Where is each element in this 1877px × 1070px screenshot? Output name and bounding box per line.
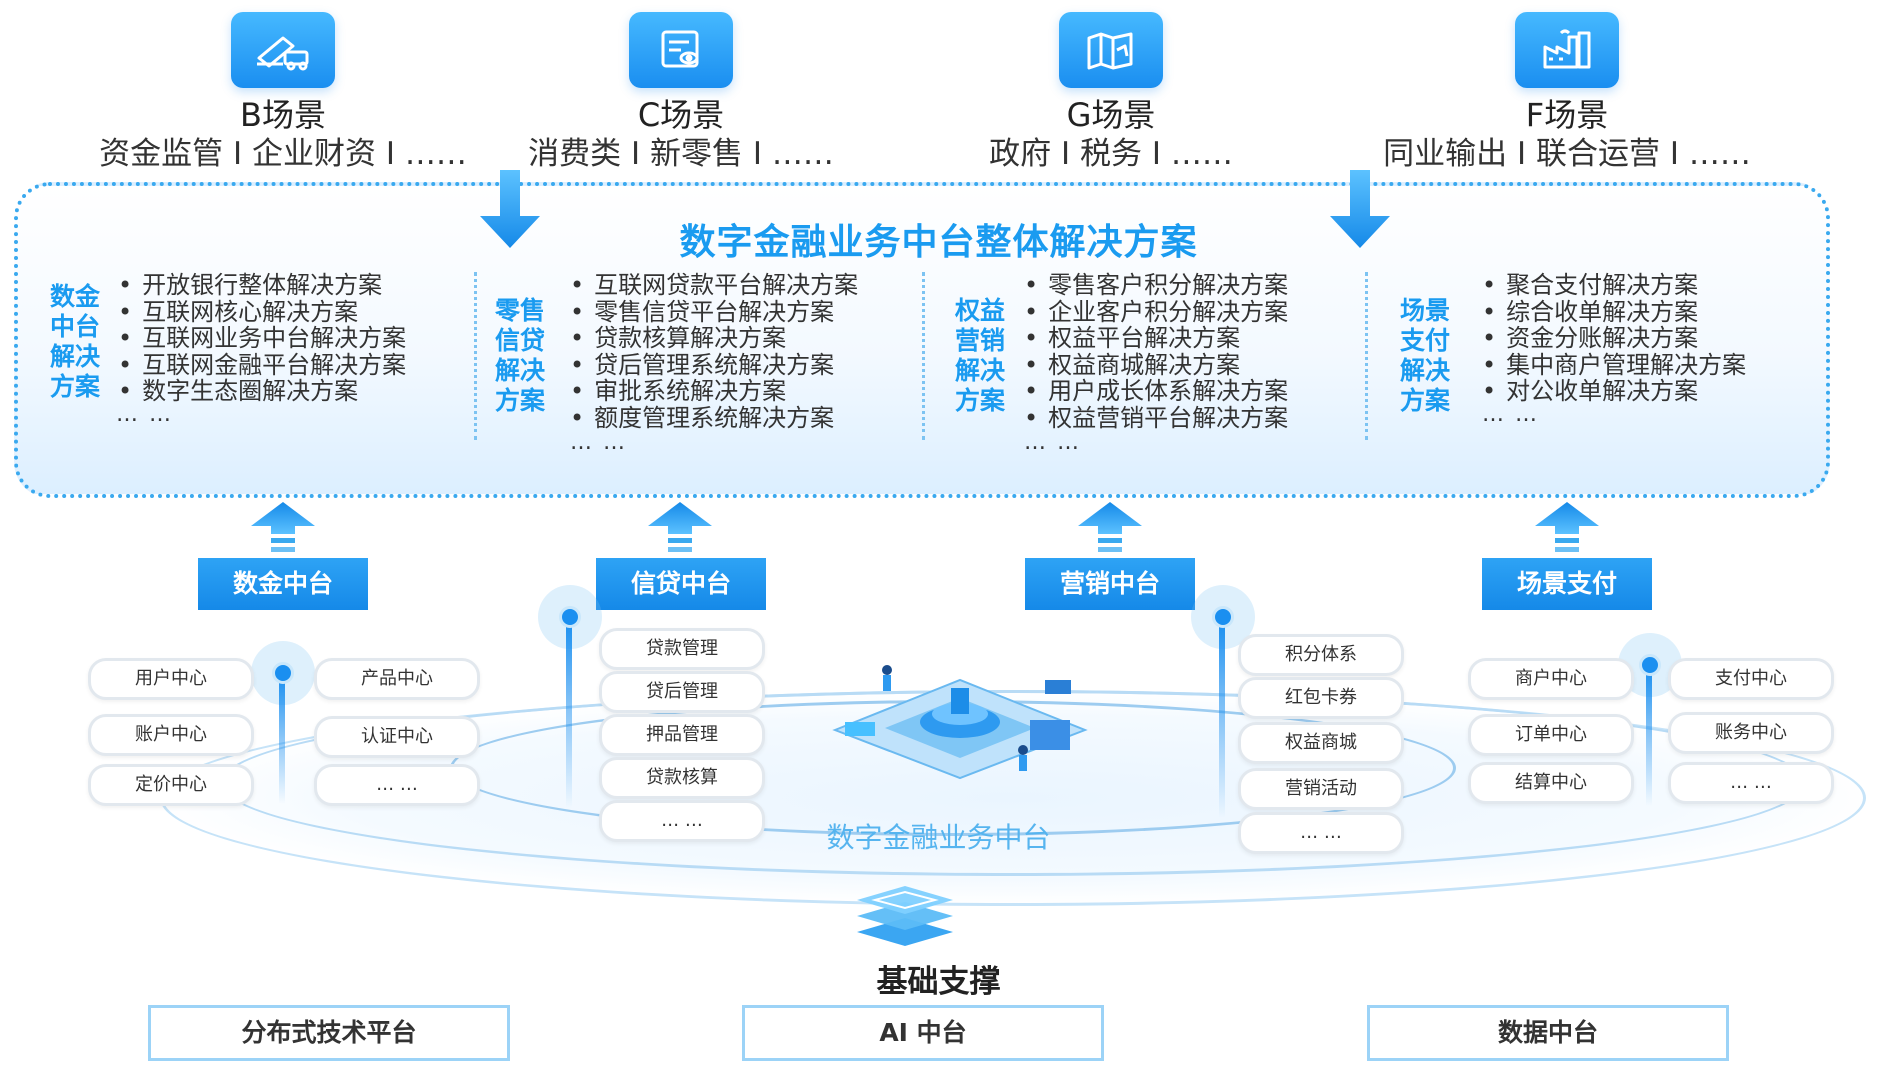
more-indicator: … …: [1482, 402, 1539, 427]
scenario-title: F场景: [1525, 96, 1609, 134]
arrow-up-icon: [251, 502, 315, 552]
list-item: 数字生态圈解决方案: [118, 378, 406, 405]
list-item: 综合收单解决方案: [1482, 298, 1746, 326]
list-item: 聚合支付解决方案: [1482, 272, 1746, 299]
column-heading-text: 场景 支付 解决 方案: [1399, 296, 1450, 415]
list-item: 互联网贷款平台解决方案: [570, 272, 858, 299]
list-item: 互联网业务中台解决方案: [118, 325, 406, 352]
list-item: 集中商户管理解决方案: [1482, 351, 1746, 379]
column-heading-text: 数金 中台 解决 方案: [49, 282, 100, 401]
module-pill: 贷款核算: [599, 757, 765, 799]
arrow-up-icon: [648, 502, 712, 552]
list-item: 额度管理系统解决方案: [570, 404, 858, 432]
list-item: 零售客户积分解决方案: [1024, 272, 1288, 299]
module-pill: 用户中心: [88, 658, 254, 700]
list-item: 权益商城解决方案: [1024, 351, 1288, 379]
column-divider: [922, 272, 925, 440]
arrow-up-icon: [1535, 502, 1599, 552]
map-icon: [1059, 12, 1163, 88]
module-pill: 营销活动: [1238, 768, 1404, 810]
module-pill: 商户中心: [1468, 658, 1634, 700]
column-divider: [474, 272, 477, 440]
list-item: 零售信贷平台解决方案: [570, 298, 858, 326]
platform-illustration-icon: [832, 665, 1088, 780]
module-pill: 账务中心: [1668, 712, 1834, 754]
scenario-subtitle: 消费类 I 新零售 I ……: [528, 136, 834, 172]
foundation-box: 数据中台: [1367, 1005, 1729, 1061]
foundation-box: AI 中台: [742, 1005, 1104, 1061]
platform-header: 信贷中台: [596, 558, 766, 610]
list-item: 用户成长体系解决方案: [1024, 378, 1288, 405]
module-pill: 订单中心: [1468, 714, 1634, 756]
more-indicator: … …: [570, 430, 627, 455]
solution-list: 聚合支付解决方案 综合收单解决方案 资金分账解决方案 集中商户管理解决方案 对公…: [1482, 272, 1746, 405]
module-pill: 支付中心: [1668, 658, 1834, 700]
module-pill: 账户中心: [88, 714, 254, 756]
platform-header: 场景支付: [1482, 558, 1652, 610]
scenario-f: F场景 同业输出 I 联合运营 I ……: [1347, 12, 1787, 174]
list-item: 开放银行整体解决方案: [118, 272, 406, 299]
module-pill: … …: [599, 800, 765, 842]
module-pill: … …: [1238, 812, 1404, 854]
module-pill: … …: [1668, 762, 1834, 804]
scenario-title: B场景: [240, 96, 326, 134]
column-heading-text: 零售 信贷 解决 方案: [494, 296, 545, 415]
arrow-down-icon: [1330, 170, 1390, 248]
list-item: 资金分账解决方案: [1482, 325, 1746, 352]
arrow-down-icon: [480, 170, 540, 248]
more-indicator: … …: [116, 402, 173, 427]
module-pill: 结算中心: [1468, 762, 1634, 804]
scenario-c: C场景 消费类 I 新零售 I ……: [461, 12, 901, 174]
module-pill: 定价中心: [88, 764, 254, 806]
solution-list: 互联网贷款平台解决方案 零售信贷平台解决方案 贷款核算解决方案 贷后管理系统解决…: [570, 272, 858, 431]
scenario-title: C场景: [637, 96, 725, 134]
column-divider: [1365, 272, 1368, 440]
scenario-subtitle: 同业输出 I 联合运营 I ……: [1383, 136, 1751, 172]
column-heading-text: 权益 营销 解决 方案: [954, 296, 1005, 415]
module-pill: 认证中心: [314, 716, 480, 758]
list-item: 互联网核心解决方案: [118, 298, 406, 326]
foundation-title: 基础支撑: [876, 964, 1001, 1000]
module-pill: 押品管理: [599, 714, 765, 756]
list-item: 权益营销平台解决方案: [1024, 404, 1288, 432]
document-icon: [629, 12, 733, 88]
foundation-box: 分布式技术平台: [148, 1005, 510, 1061]
module-pill: … …: [314, 764, 480, 806]
module-pill: 贷后管理: [599, 671, 765, 713]
list-item: 审批系统解决方案: [570, 378, 858, 405]
column-heading: 权益 营销 解决 方案: [950, 296, 1010, 416]
list-item: 企业客户积分解决方案: [1024, 298, 1288, 326]
platform-header: 营销中台: [1025, 558, 1195, 610]
scenario-b: B场景 资金监管 I 企业财资 I ……: [63, 12, 503, 174]
list-item: 对公收单解决方案: [1482, 378, 1746, 405]
list-item: 贷款核算解决方案: [570, 325, 858, 352]
column-heading: 场景 支付 解决 方案: [1395, 296, 1455, 416]
list-item: 互联网金融平台解决方案: [118, 351, 406, 379]
layers-icon: [857, 886, 953, 946]
panel-title: 数字金融业务中台整体解决方案: [679, 222, 1198, 263]
column-heading: 零售 信贷 解决 方案: [490, 296, 550, 416]
middle-platform-label: 数字金融业务中台: [826, 821, 1051, 854]
truck-icon: [231, 12, 335, 88]
list-item: 权益平台解决方案: [1024, 325, 1288, 352]
module-pill: 权益商城: [1238, 722, 1404, 764]
arrow-up-icon: [1078, 502, 1142, 552]
module-pill: 贷款管理: [599, 628, 765, 670]
scenario-g: G场景 政府 I 税务 I ……: [891, 12, 1331, 174]
list-item: 贷后管理系统解决方案: [570, 351, 858, 379]
more-indicator: … …: [1024, 430, 1081, 455]
column-heading: 数金 中台 解决 方案: [45, 282, 105, 402]
platform-header: 数金中台: [198, 558, 368, 610]
scenario-title: G场景: [1066, 96, 1156, 134]
scenario-subtitle: 政府 I 税务 I ……: [989, 136, 1233, 172]
scenario-subtitle: 资金监管 I 企业财资 I ……: [99, 136, 467, 172]
solution-list: 零售客户积分解决方案 企业客户积分解决方案 权益平台解决方案 权益商城解决方案 …: [1024, 272, 1288, 431]
module-pill: 红包卡券: [1238, 677, 1404, 719]
module-pill: 产品中心: [314, 658, 480, 700]
factory-icon: [1515, 12, 1619, 88]
module-pill: 积分体系: [1238, 634, 1404, 676]
solution-list: 开放银行整体解决方案 互联网核心解决方案 互联网业务中台解决方案 互联网金融平台…: [118, 272, 406, 405]
